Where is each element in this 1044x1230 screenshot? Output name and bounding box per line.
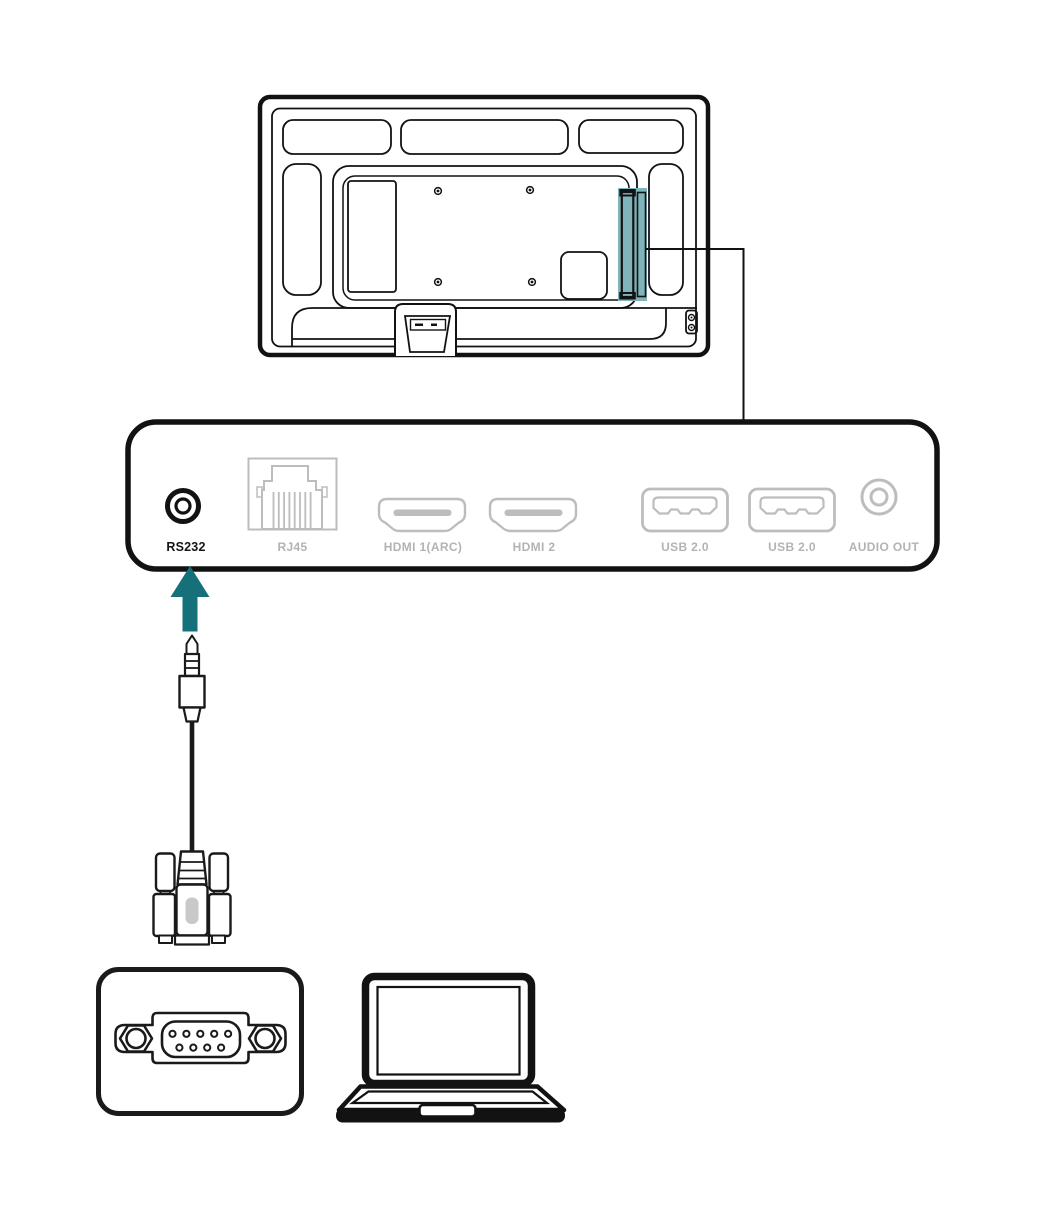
power-switch-icon [685, 309, 698, 335]
port-label-rj45: RJ45 [277, 540, 308, 554]
rs232-port-icon [165, 488, 201, 524]
audio-out-port-icon [860, 478, 898, 516]
port-label-hdmi2: HDMI 2 [512, 540, 556, 554]
usb-port-icon [641, 487, 729, 533]
db9-connector-icon [152, 850, 232, 946]
audio-jack-plug-icon [178, 634, 206, 853]
port-label-rs232: RS232 [166, 540, 206, 554]
port-label-audio: AUDIO OUT [848, 540, 920, 554]
stand-mount [394, 303, 457, 356]
hdmi-port-icon [488, 497, 578, 533]
hdmi-port-icon [377, 497, 467, 533]
highlighted-connector-slot [618, 188, 647, 301]
vesa-screw-icon [433, 185, 537, 287]
callout-line [646, 248, 745, 420]
port-label-usb1: USB 2.0 [661, 540, 709, 554]
port-label-hdmi1: HDMI 1(ARC) [383, 540, 463, 554]
connector-panel [125, 419, 940, 572]
laptop-icon [336, 972, 567, 1123]
insert-arrow-icon [170, 566, 210, 632]
rj45-port-icon [247, 457, 338, 531]
db9-face-plate-icon [96, 967, 304, 1116]
port-label-usb2: USB 2.0 [768, 540, 816, 554]
usb-port-icon [748, 487, 836, 533]
